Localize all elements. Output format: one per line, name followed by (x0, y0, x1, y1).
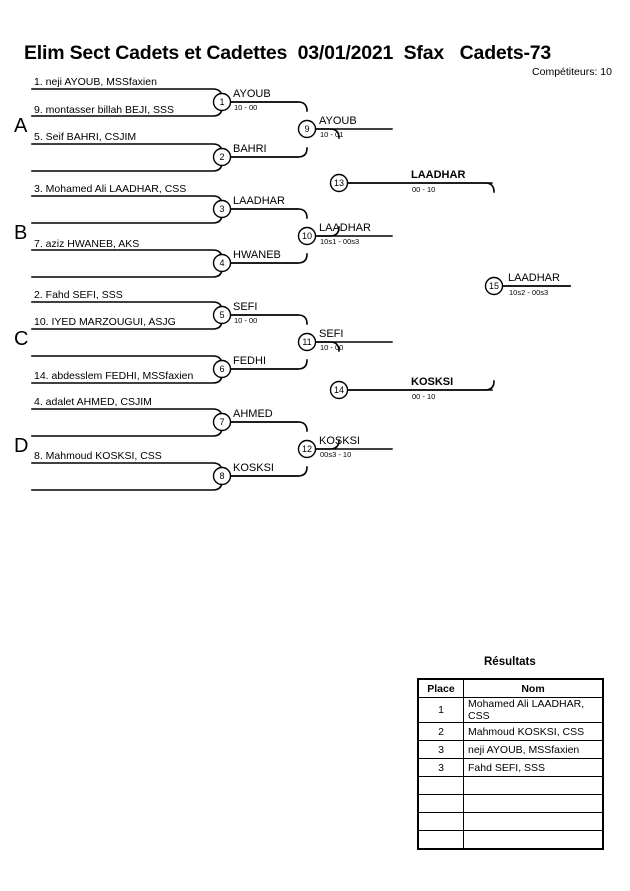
group-label-d: D (14, 435, 29, 457)
page-title: Elim Sect Cadets et Cadettes 03/01/2021 … (24, 42, 552, 64)
match-score: 00 - 10 (412, 185, 436, 194)
match-winner: LAADHAR (508, 272, 560, 284)
result-nom: Mohamed Ali LAADHAR, CSS (463, 697, 604, 723)
match-number: 4 (219, 258, 225, 268)
result-place (417, 830, 464, 850)
result-place (417, 812, 464, 831)
match-winner: BAHRI (233, 143, 267, 155)
match-number: 14 (333, 385, 344, 395)
match-number: 13 (333, 178, 344, 188)
match-winner: LAADHAR (411, 169, 466, 181)
match-winner: KOSKSI (411, 376, 454, 388)
result-place (417, 794, 464, 813)
match-number: 11 (302, 337, 312, 347)
results-table: Place Nom 1 Mohamed Ali LAADHAR, CSS 2 M… (417, 678, 604, 850)
result-place (417, 776, 464, 795)
table-row (417, 776, 604, 795)
result-nom (463, 812, 604, 831)
table-row: 2 Mahmoud KOSKSI, CSS (417, 722, 604, 741)
group-label-a: A (14, 115, 28, 137)
match-winner: HWANEB (233, 249, 281, 261)
match-number: 6 (219, 364, 225, 374)
match-score: 00 - 10 (412, 392, 436, 401)
entrant-name: 2. Fahd SEFI, SSS (34, 289, 123, 301)
result-nom (463, 794, 604, 813)
result-nom: Mahmoud KOSKSI, CSS (463, 722, 604, 741)
table-row (417, 830, 604, 850)
match-winner: FEDHI (233, 355, 266, 367)
result-nom: neji AYOUB, MSSfaxien (463, 740, 604, 759)
match-number: 12 (301, 444, 312, 454)
match-winner: SEFI (233, 301, 258, 313)
entrant-name: 3. Mohamed Ali LAADHAR, CSS (34, 183, 187, 195)
entrant-name: 1. neji AYOUB, MSSfaxien (34, 76, 157, 88)
match-number: 2 (219, 152, 225, 162)
entrant-name: 10. IYED MARZOUGUI, ASJG (34, 316, 176, 328)
table-row: 1 Mohamed Ali LAADHAR, CSS (417, 697, 604, 723)
competitors-count: Compétiteurs: 10 (532, 66, 612, 78)
match-number: 10 (301, 231, 312, 241)
match-score: 10s1 - 00s3 (320, 237, 360, 246)
result-nom: Fahd SEFI, SSS (463, 758, 604, 777)
result-nom (463, 776, 604, 795)
entrant-name: 4. adalet AHMED, CSJIM (34, 396, 152, 408)
match-number: 3 (219, 204, 225, 214)
entrant-name: 14. abdesslem FEDHI, MSSfaxien (34, 370, 194, 382)
match-score: 10 - 00 (234, 103, 258, 112)
results-col-place: Place (417, 678, 464, 698)
result-place: 3 (417, 740, 464, 759)
table-row: 3 neji AYOUB, MSSfaxien (417, 740, 604, 759)
match-winner: KOSKSI (319, 435, 360, 447)
match-number: 8 (219, 471, 225, 481)
result-place: 3 (417, 758, 464, 777)
match-winner: SEFI (319, 328, 344, 340)
result-place: 1 (417, 697, 464, 723)
table-row: 3 Fahd SEFI, SSS (417, 758, 604, 777)
match-winner: AYOUB (233, 88, 271, 100)
results-header-row: Place Nom (417, 678, 604, 698)
table-row (417, 794, 604, 813)
match-number: 5 (219, 310, 225, 320)
match-number: 9 (304, 124, 310, 134)
match-winner: LAADHAR (233, 195, 285, 207)
results-title: Résultats (484, 656, 536, 668)
match-score: 00s3 - 10 (320, 450, 352, 459)
match-score: 10 - 01 (320, 130, 344, 139)
match-winner: KOSKSI (233, 462, 274, 474)
match-winner: LAADHAR (319, 222, 371, 234)
result-nom (463, 830, 604, 850)
table-row (417, 812, 604, 831)
group-label-c: C (14, 328, 29, 350)
match-number: 7 (219, 417, 225, 427)
group-label-b: B (14, 222, 28, 244)
entrant-name: 9. montasser billah BEJI, SSS (34, 104, 175, 116)
results-col-nom: Nom (463, 678, 604, 698)
match-number: 15 (488, 281, 499, 291)
match-score: 10 - 00 (234, 316, 258, 325)
results-body: 1 Mohamed Ali LAADHAR, CSS 2 Mahmoud KOS… (417, 697, 604, 850)
result-place: 2 (417, 722, 464, 741)
match-winner: AHMED (233, 408, 273, 420)
match-number: 1 (219, 97, 225, 107)
entrant-name: 8. Mahmoud KOSKSI, CSS (34, 450, 162, 462)
match-winner: AYOUB (319, 115, 357, 127)
entrant-name: 5. Seif BAHRI, CSJIM (34, 131, 137, 143)
match-score: 10s2 - 00s3 (509, 288, 549, 297)
entrant-name: 7. aziz HWANEB, AKS (34, 238, 140, 250)
match-score: 10 - 00 (320, 343, 344, 352)
